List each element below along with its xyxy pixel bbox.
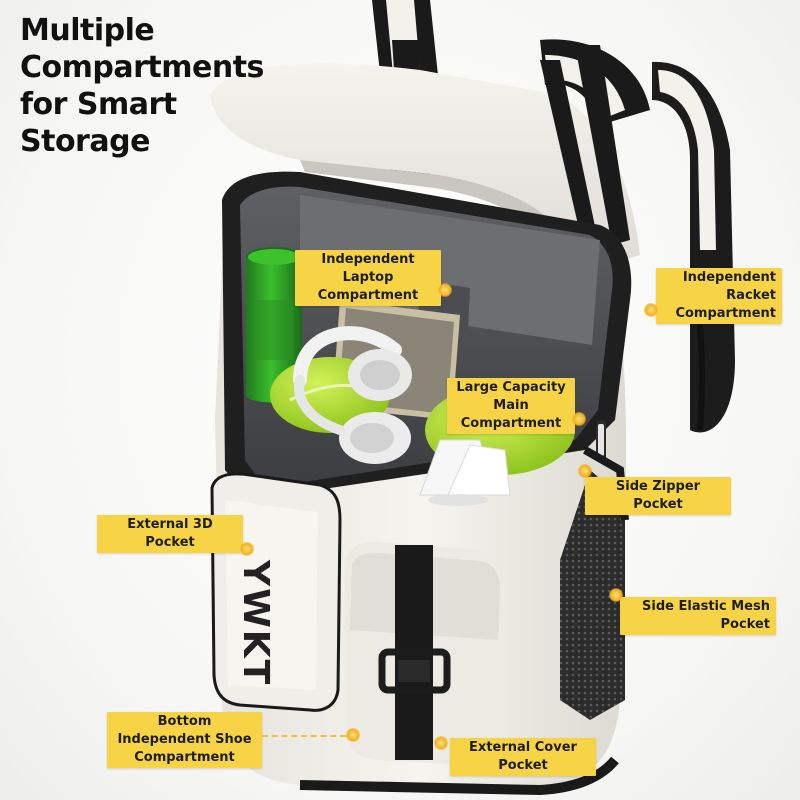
- callout-shoe-compartment: Bottom Independent Shoe Compartment: [107, 712, 262, 768]
- callout-text: Pocket: [633, 497, 683, 512]
- callout-text: Independent: [321, 252, 415, 267]
- callout-text: Large Capacity: [456, 380, 566, 395]
- headphones: [293, 326, 412, 464]
- callout-text: Side Elastic Mesh: [642, 599, 770, 614]
- callout-text: Bottom: [157, 714, 212, 729]
- callout-marker-side-zipper: [578, 464, 592, 478]
- callout-marker-external-3d: [240, 542, 254, 556]
- green-tube: [246, 247, 302, 403]
- callout-text: Side Zipper: [615, 479, 701, 494]
- callout-marker-laptop: [438, 283, 452, 297]
- callout-marker-main: [572, 412, 586, 426]
- side-zipper-pull: [596, 420, 606, 460]
- callout-text: Racket: [726, 288, 776, 303]
- callout-marker-cover: [434, 736, 448, 750]
- callout-marker-racket: [644, 303, 658, 317]
- callout-side-mesh-pocket: Side Elastic Mesh Pocket: [620, 597, 776, 635]
- callout-laptop-compartment: Independent Laptop Compartment: [295, 250, 441, 306]
- headline: Multiple Compartments for Smart Storage: [20, 12, 310, 160]
- external-cover-pocket: [345, 541, 508, 765]
- callout-text: Laptop: [342, 270, 394, 285]
- side-mesh-pocket: [560, 470, 625, 720]
- callout-text: Pocket: [145, 535, 195, 550]
- callout-text: Independent Shoe: [117, 732, 252, 747]
- callout-text: External 3D: [127, 517, 213, 532]
- callout-marker-shoe: [346, 728, 360, 742]
- callout-side-zipper-pocket: Side Zipper Pocket: [585, 477, 731, 515]
- callout-text: External Cover: [469, 740, 577, 755]
- callout-text: Main: [493, 398, 529, 413]
- shuttlecocks: [419, 439, 511, 506]
- external-3d-pocket: YWKT: [210, 472, 342, 712]
- headline-line: Multiple: [20, 13, 155, 48]
- callout-leader-shoe: [262, 735, 346, 737]
- callout-external-3d-pocket: External 3D Pocket: [97, 515, 243, 553]
- callout-marker-side-mesh: [609, 588, 623, 602]
- backpack-lid: [210, 45, 640, 275]
- callout-text: Compartment: [317, 288, 419, 303]
- callout-racket-compartment: Independent Racket Compartment: [656, 268, 782, 324]
- headline-line: for Smart: [20, 87, 177, 122]
- callout-text: Compartment: [460, 416, 562, 431]
- brand-logo: YWKT: [235, 559, 276, 686]
- callout-text: Independent: [682, 270, 776, 285]
- callout-text: Pocket: [498, 758, 548, 773]
- callout-text: Compartment: [675, 306, 776, 321]
- callout-text: Pocket: [720, 617, 771, 632]
- headline-line: Compartments: [20, 50, 264, 85]
- callout-main-compartment: Large Capacity Main Compartment: [447, 378, 575, 434]
- callout-cover-pocket: External Cover Pocket: [450, 738, 596, 776]
- headline-line: Storage: [20, 124, 150, 159]
- callout-text: Compartment: [134, 750, 235, 765]
